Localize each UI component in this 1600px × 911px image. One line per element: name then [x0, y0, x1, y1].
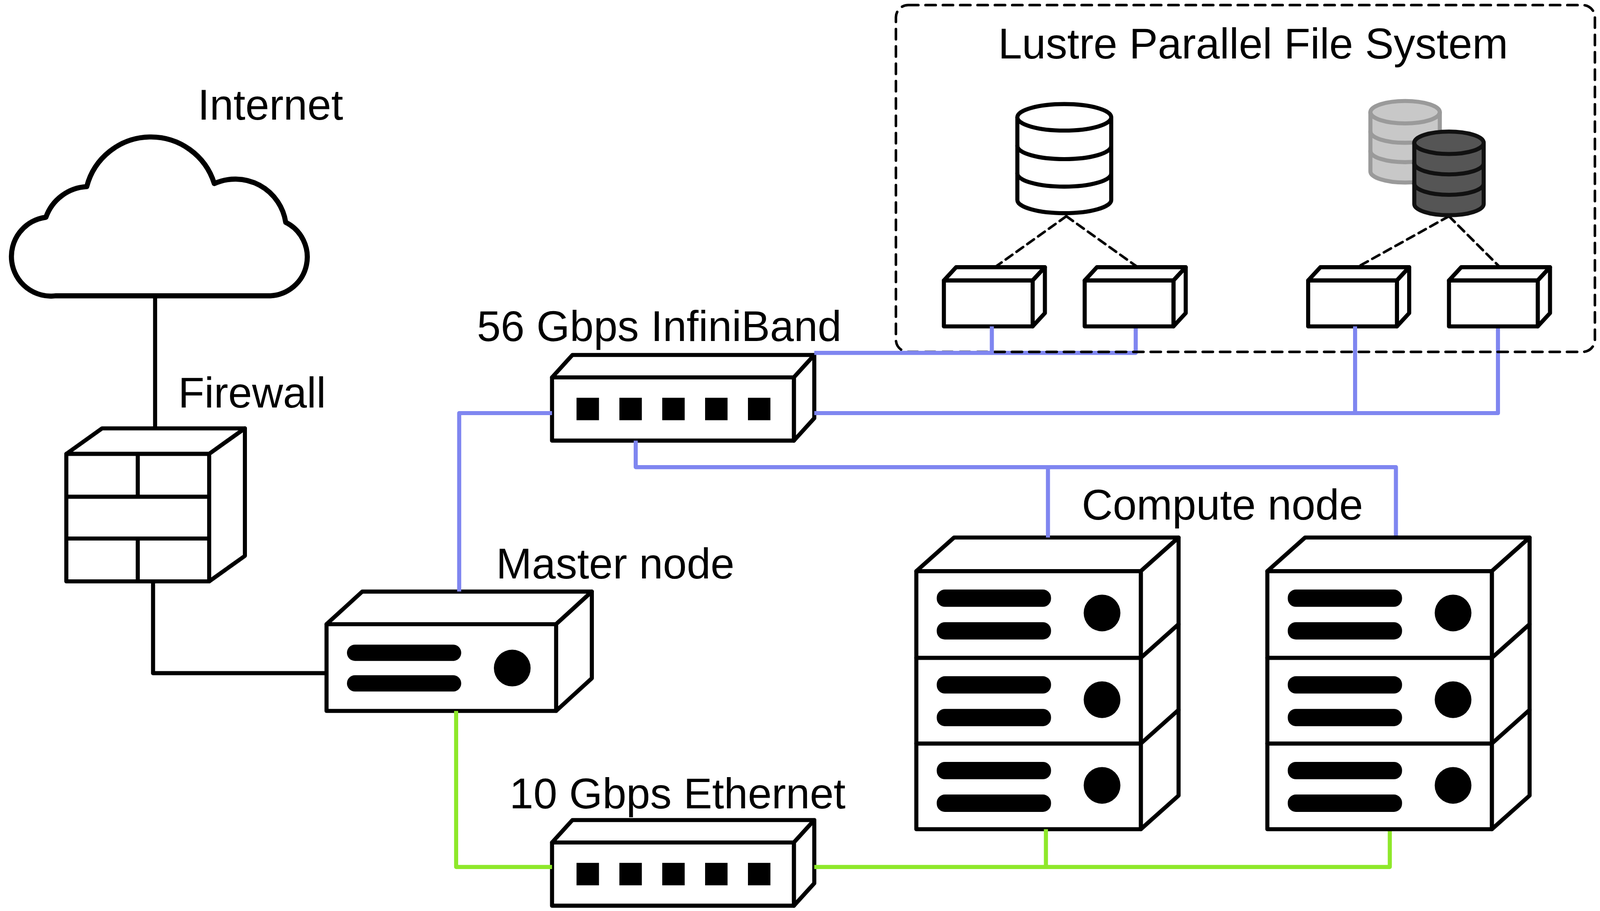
ethernet-switch-top: [551, 820, 815, 843]
storage-server-front: [1307, 280, 1397, 327]
storage-server-front: [944, 280, 1033, 327]
master-node-side: [555, 591, 592, 711]
drive-bay: [1287, 676, 1403, 694]
switch-port: [662, 397, 685, 421]
network-link: [814, 326, 1355, 414]
node-label: Lustre Parallel File System: [998, 19, 1509, 69]
firewall-bricks: [66, 454, 210, 582]
drive-bay: [1287, 622, 1403, 640]
internet-cloud: Internet: [11, 130, 310, 296]
node-label: Firewall: [178, 368, 326, 418]
compute-rack-top: [1267, 537, 1530, 572]
firewall: Firewall: [66, 428, 246, 582]
storage-link: [1357, 216, 1450, 268]
compute-node: Compute node: [916, 537, 1530, 830]
switch-port: [619, 397, 642, 421]
drive-bay: [936, 622, 1052, 640]
master-node-front: [326, 624, 556, 711]
drive-bay: [346, 644, 462, 662]
node-label: Compute node: [1081, 480, 1364, 530]
drive-bay: [936, 709, 1052, 727]
drive-bay: [1287, 794, 1403, 813]
power-button: [1083, 594, 1121, 632]
network-link: [635, 440, 1049, 538]
compute-rack-side: [1140, 537, 1179, 830]
storage-link: [994, 216, 1067, 268]
master-node-top: [326, 591, 592, 625]
drive-bay: [1287, 709, 1403, 727]
power-button: [1434, 681, 1472, 719]
power-button: [1083, 767, 1121, 804]
switch-port: [705, 397, 728, 421]
node-label: Master node: [496, 539, 735, 589]
infiniband-switch-top: [551, 355, 815, 378]
drive-bay: [1287, 762, 1403, 780]
switch-port: [662, 863, 685, 886]
metadata-disk-band: [1017, 173, 1112, 187]
object-disk-lid: [1414, 131, 1484, 155]
metadata-disk-band: [1017, 146, 1112, 160]
compute-rack-front: [916, 571, 1141, 830]
master-node: Master node: [326, 591, 592, 711]
drive-bay: [936, 589, 1052, 608]
infiniband-branch: [1355, 326, 1499, 414]
infiniband-branch: [991, 326, 1136, 353]
power-button: [493, 650, 531, 687]
node-label: 10 Gbps Ethernet: [509, 769, 846, 819]
drive-bay: [936, 762, 1052, 780]
compute-rack-top: [916, 537, 1179, 572]
network-switch: 56 Gbps InfiniBand: [551, 355, 815, 441]
switch-port: [576, 863, 599, 886]
infiniband-switch-side: [793, 355, 815, 441]
ethernet-switch-front: [551, 842, 794, 907]
drive-bay: [936, 676, 1052, 694]
compute-rack-front: [1267, 571, 1492, 830]
power-button: [1434, 767, 1472, 804]
switch-port: [705, 863, 728, 886]
infiniband-branch: [1048, 467, 1396, 539]
infiniband-switch-front: [551, 377, 794, 441]
object-disk-band: [1414, 183, 1484, 195]
firewall-side: [208, 428, 245, 582]
network-switch: 10 Gbps Ethernet: [551, 820, 815, 907]
network-link: [814, 829, 1046, 868]
internet-cloud: [11, 137, 308, 297]
dashed-region: [895, 4, 1595, 352]
switch-port: [747, 863, 771, 886]
firewall-front: [66, 454, 210, 582]
storage-server-front: [1084, 280, 1174, 327]
power-button: [1434, 594, 1472, 632]
power-button: [1083, 681, 1121, 719]
compute-rack-side: [1491, 537, 1530, 830]
storage-server-front: [1449, 280, 1538, 327]
object-disk-band: [1414, 163, 1484, 175]
storage-link: [1066, 216, 1138, 268]
drive-bay: [346, 675, 462, 693]
ethernet-branch: [1045, 829, 1390, 868]
object-disk-lid: [1370, 100, 1440, 124]
ethernet-switch-side: [793, 820, 815, 907]
switch-port: [619, 863, 642, 886]
storage-link: [1449, 216, 1500, 268]
file-system-region: Lustre Parallel File System: [895, 4, 1595, 352]
switch-port: [576, 397, 599, 421]
network-link: [153, 581, 327, 674]
switch-port: [747, 397, 771, 421]
node-label: Internet: [197, 80, 344, 130]
metadata-disk-lid: [1017, 104, 1112, 131]
node-label: 56 Gbps InfiniBand: [476, 301, 842, 351]
network-link: [153, 296, 158, 429]
drive-bay: [1287, 589, 1403, 608]
drive-bay: [936, 794, 1052, 813]
